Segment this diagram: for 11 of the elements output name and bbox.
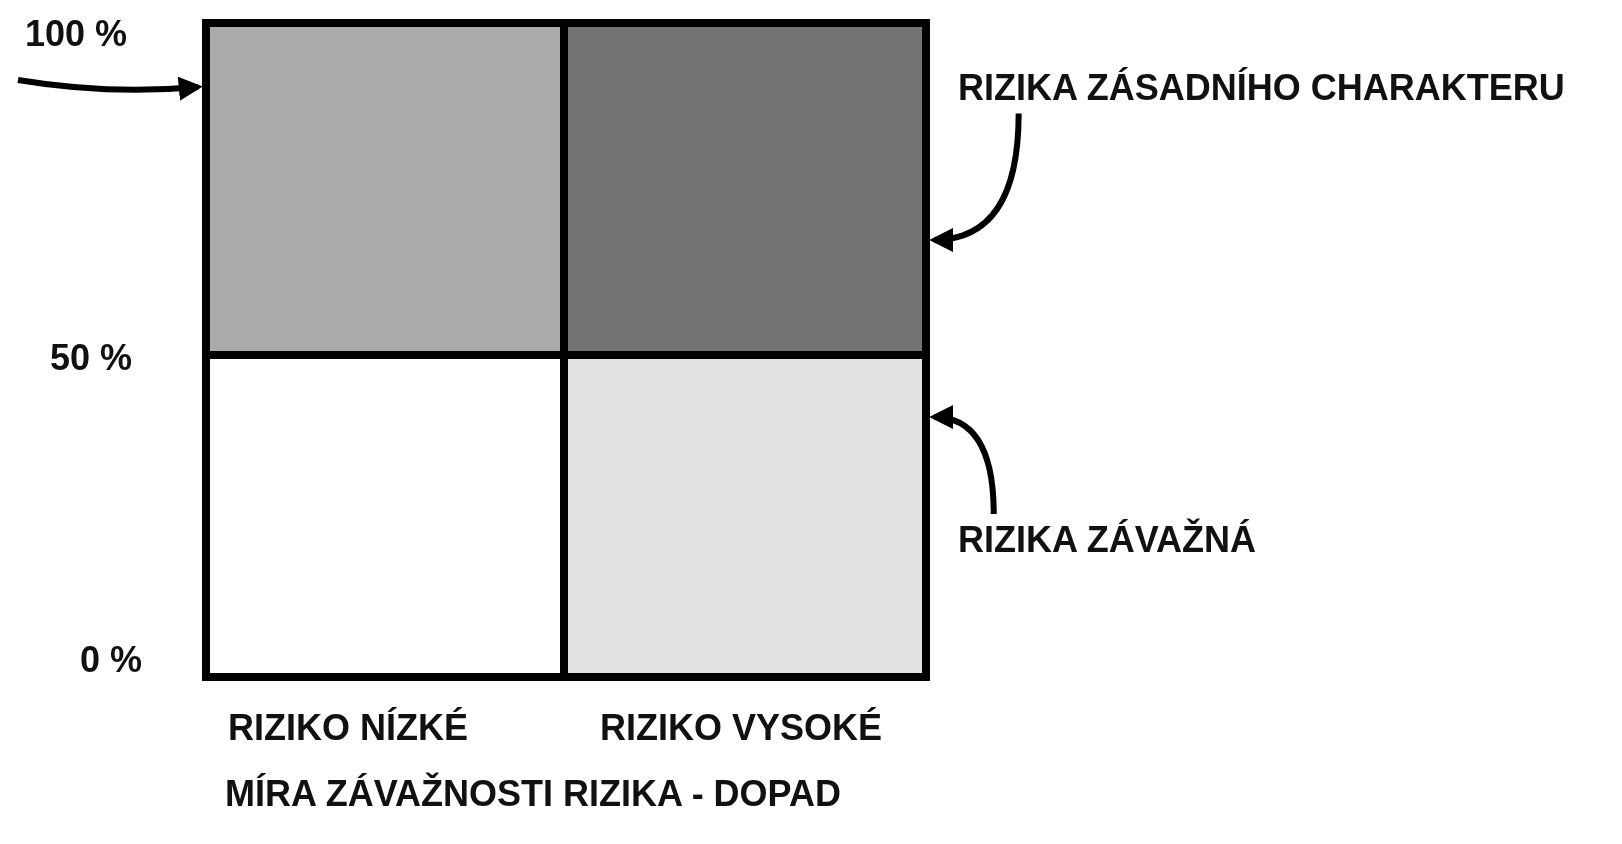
axis-title: MÍRA ZÁVAŽNOSTI RIZIKA - DOPAD: [225, 774, 841, 814]
axis-tick-label: 0 %: [80, 640, 143, 680]
arrow: [17, 76, 203, 101]
column-label: RIZIKO NÍZKÉ: [228, 708, 468, 748]
arrow: [929, 113, 1022, 251]
axis-tick-label: 100 %: [25, 14, 128, 54]
column-label: RIZIKO VYSOKÉ: [600, 708, 883, 748]
axis-tick-label: 50 %: [50, 338, 133, 378]
risk-label: RIZIKA ZÁSADNÍHO CHARAKTERU: [958, 68, 1565, 108]
arrow: [929, 406, 997, 515]
risk-label: RIZIKA ZÁVAŽNÁ: [958, 520, 1256, 560]
